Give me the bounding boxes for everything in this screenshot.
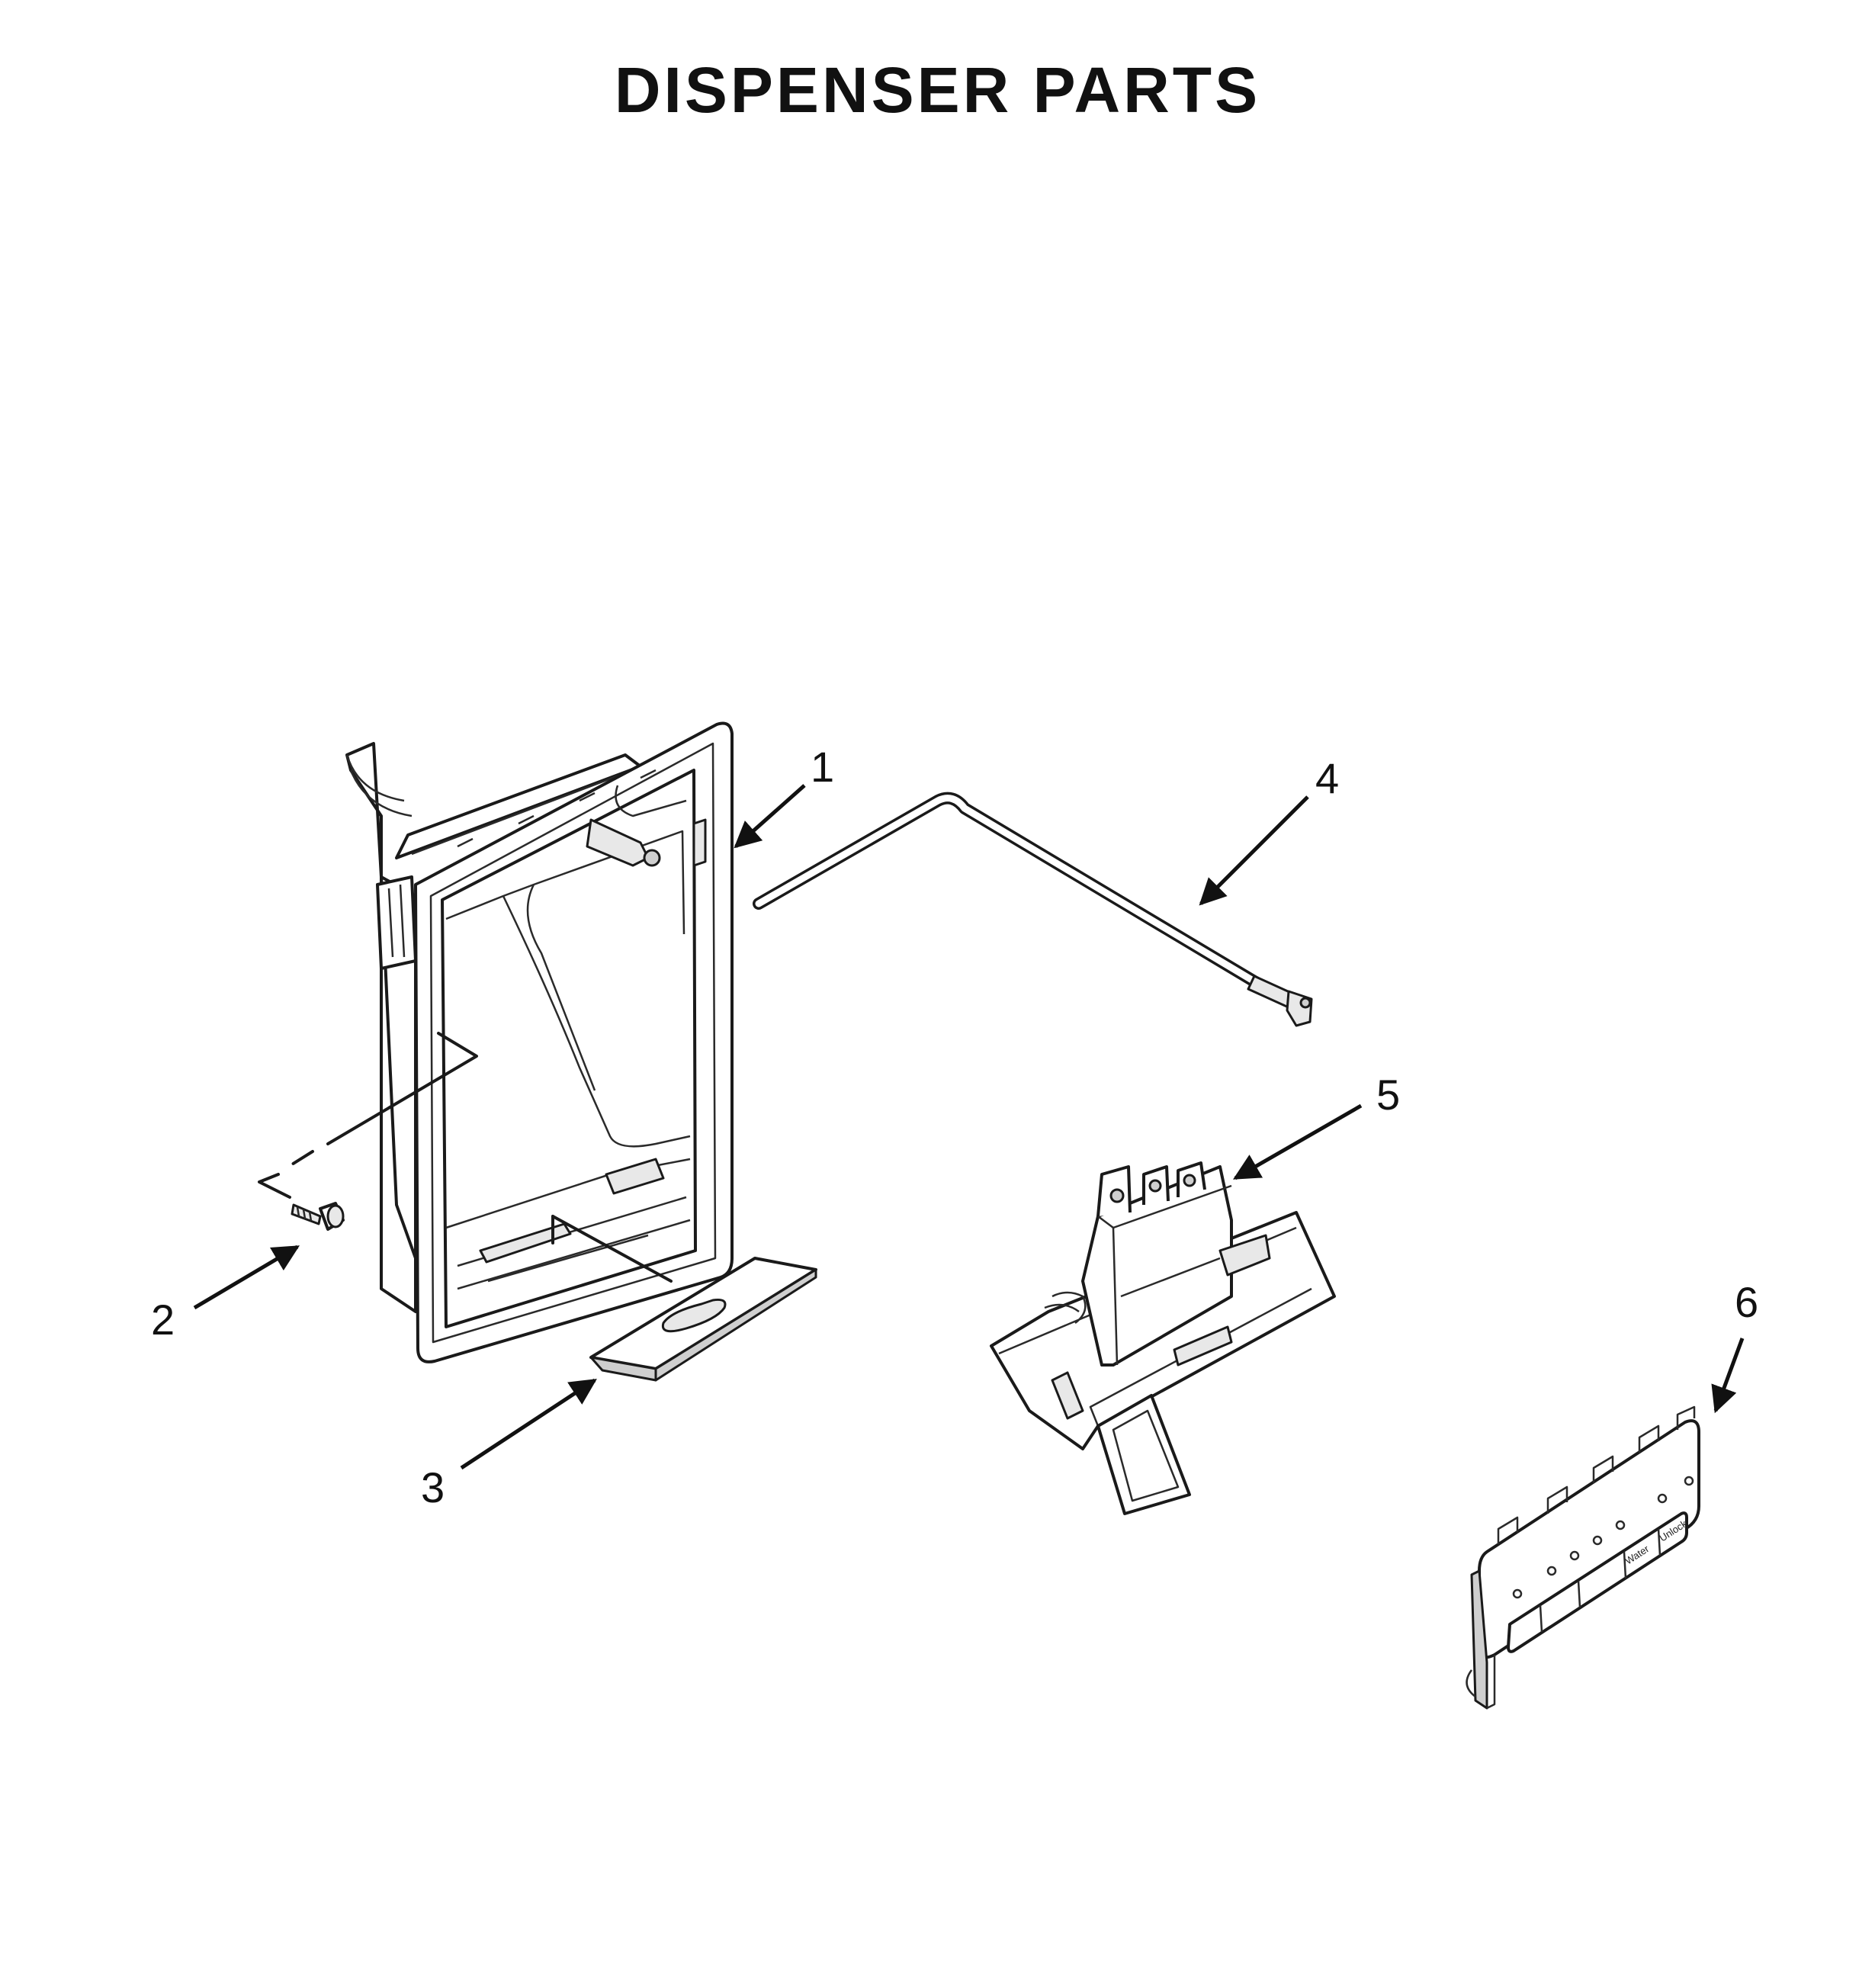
callout-arrow-2 <box>193 1245 300 1310</box>
callout-numbers: 1 2 3 4 5 6 <box>151 743 1758 1511</box>
callout-3: 3 <box>421 1463 445 1511</box>
callout-arrow-1 <box>734 784 806 849</box>
callout-arrow-4 <box>1199 795 1309 906</box>
callout-5: 5 <box>1376 1071 1400 1119</box>
part-2-screw <box>291 1202 345 1231</box>
callout-4: 4 <box>1315 754 1339 802</box>
callout-arrows <box>193 784 1745 1470</box>
callout-1: 1 <box>811 743 834 791</box>
part-5-actuator-assembly <box>990 1161 1336 1515</box>
callout-6: 6 <box>1735 1278 1758 1326</box>
page-title: DISPENSER PARTS <box>614 54 1261 126</box>
callout-arrow-6 <box>1711 1338 1745 1414</box>
callout-2: 2 <box>151 1296 175 1344</box>
part-4-water-tube <box>753 792 1313 1027</box>
part-6-control-panel: Water Unlock <box>1466 1405 1700 1710</box>
callout-arrow-5 <box>1232 1103 1363 1180</box>
part-3-drip-tray <box>589 1257 817 1382</box>
part-1-dispenser-housing <box>258 721 734 1363</box>
callout-arrow-3 <box>460 1378 597 1470</box>
